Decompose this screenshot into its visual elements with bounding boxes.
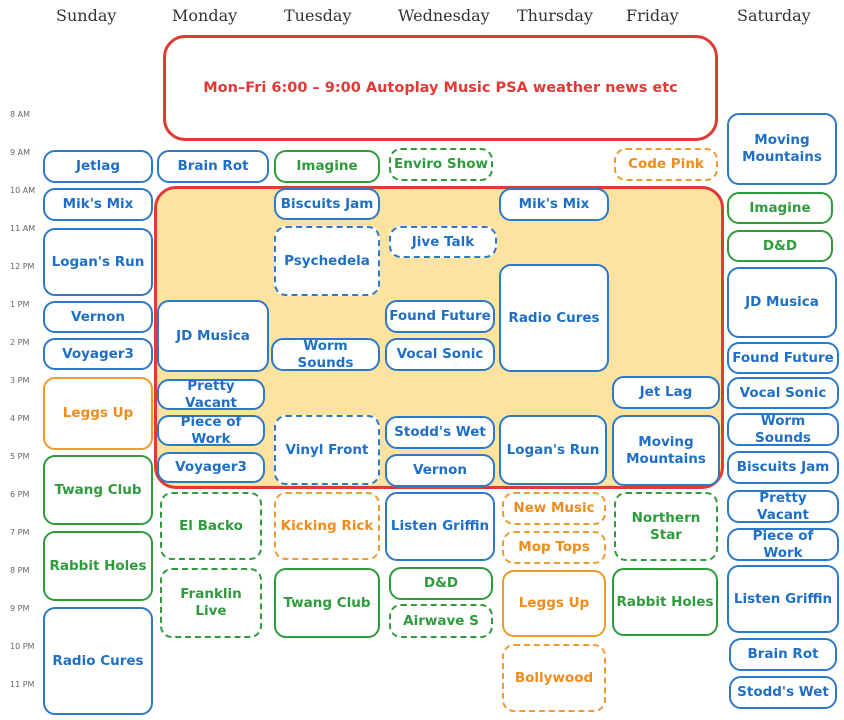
show-block[interactable]: Psychedela <box>274 226 380 296</box>
show-block[interactable]: Piece of Work <box>727 528 839 561</box>
show-block[interactable]: Franklin Live <box>160 568 262 638</box>
show-block[interactable]: Vinyl Front <box>274 415 380 485</box>
show-block[interactable]: Vernon <box>385 454 495 487</box>
show-block[interactable]: New Music <box>502 492 606 525</box>
show-block[interactable]: Moving Mountains <box>612 415 720 486</box>
day-header-thursday: Thursday <box>517 6 593 25</box>
hour-label: 9 AM <box>10 148 31 157</box>
show-block[interactable]: JD Musica <box>157 300 269 372</box>
show-block[interactable]: El Backo <box>160 492 262 560</box>
hour-label: 2 PM <box>10 338 30 347</box>
show-block[interactable]: Biscuits Jam <box>274 188 380 220</box>
show-block[interactable]: Enviro Show <box>389 148 493 181</box>
show-block[interactable]: Twang Club <box>43 455 153 525</box>
show-block[interactable]: Vocal Sonic <box>385 338 495 371</box>
show-block[interactable]: Twang Club <box>274 568 380 638</box>
hour-label: 6 PM <box>10 490 30 499</box>
day-header-sunday: Sunday <box>56 6 117 25</box>
show-block[interactable]: Jetlag <box>43 150 153 183</box>
show-block[interactable]: Stodd's Wet <box>729 676 837 709</box>
show-block[interactable]: Mik's Mix <box>499 188 609 221</box>
hour-label: 10 AM <box>10 186 36 195</box>
hour-label: 3 PM <box>10 376 30 385</box>
show-block[interactable]: Mop Tops <box>502 531 606 564</box>
hour-label: 5 PM <box>10 452 30 461</box>
show-block[interactable]: Piece of Work <box>157 414 265 447</box>
show-block[interactable]: Listen Griffin <box>385 492 495 561</box>
show-block[interactable]: Imagine <box>274 150 380 183</box>
day-header-friday: Friday <box>626 6 679 25</box>
show-block[interactable]: Vocal Sonic <box>727 377 839 409</box>
show-block[interactable]: Voyager3 <box>43 338 153 370</box>
show-block[interactable]: Pretty Vacant <box>157 378 265 411</box>
show-block[interactable]: Logan's Run <box>43 228 153 296</box>
hour-label: 9 PM <box>10 604 30 613</box>
hour-label: 11 PM <box>10 680 35 689</box>
show-block[interactable]: Radio Cures <box>43 607 153 715</box>
show-block[interactable]: Kicking Rick <box>274 492 380 560</box>
hour-label: 4 PM <box>10 414 30 423</box>
show-block[interactable]: Voyager3 <box>157 452 265 483</box>
show-block[interactable]: Leggs Up <box>43 377 153 450</box>
show-block[interactable]: Leggs Up <box>502 570 606 637</box>
show-block[interactable]: D&D <box>727 230 833 262</box>
show-block[interactable]: Worm Sounds <box>271 338 380 371</box>
show-block[interactable]: Found Future <box>727 342 839 374</box>
hour-label: 1 PM <box>10 300 30 309</box>
day-header-tuesday: Tuesday <box>284 6 352 25</box>
show-block[interactable]: Imagine <box>727 192 833 224</box>
show-block[interactable]: Found Future <box>385 300 495 333</box>
hour-label: 11 AM <box>10 224 36 233</box>
day-header-wednesday: Wednesday <box>398 6 490 25</box>
show-block[interactable]: Pretty Vacant <box>727 490 839 523</box>
show-block[interactable]: Brain Rot <box>729 638 837 671</box>
show-block[interactable]: Logan's Run <box>499 415 607 485</box>
show-block[interactable]: Stodd's Wet <box>385 416 495 449</box>
show-block[interactable]: JD Musica <box>727 267 837 338</box>
show-block[interactable]: Code Pink <box>614 148 718 181</box>
show-block[interactable]: Moving Mountains <box>727 113 837 185</box>
show-block[interactable]: D&D <box>389 567 493 600</box>
show-block[interactable]: Listen Griffin <box>727 565 839 633</box>
hour-label: 12 PM <box>10 262 35 271</box>
show-block[interactable]: Bollywood <box>502 644 606 712</box>
hour-label: 8 PM <box>10 566 30 575</box>
day-header-saturday: Saturday <box>737 6 811 25</box>
show-block[interactable]: Northern Star <box>614 492 718 561</box>
day-header-monday: Monday <box>172 6 238 25</box>
show-block[interactable]: Mik's Mix <box>43 188 153 221</box>
hour-label: 7 PM <box>10 528 30 537</box>
show-block[interactable]: Rabbit Holes <box>612 568 718 636</box>
show-block[interactable]: Jet Lag <box>612 376 720 409</box>
hour-label: 8 AM <box>10 110 31 119</box>
autoplay-banner: Mon–Fri 6:00 – 9:00 Autoplay Music PSA w… <box>163 35 718 141</box>
show-block[interactable]: Vernon <box>43 301 153 333</box>
hour-label: 10 PM <box>10 642 35 651</box>
show-block[interactable]: Brain Rot <box>157 150 269 183</box>
show-block[interactable]: Biscuits Jam <box>727 451 839 484</box>
show-block[interactable]: Worm Sounds <box>727 413 839 446</box>
show-block[interactable]: Radio Cures <box>499 264 609 372</box>
show-block[interactable]: Airwave S <box>389 604 493 638</box>
show-block[interactable]: Jive Talk <box>389 226 497 258</box>
show-block[interactable]: Rabbit Holes <box>43 531 153 601</box>
